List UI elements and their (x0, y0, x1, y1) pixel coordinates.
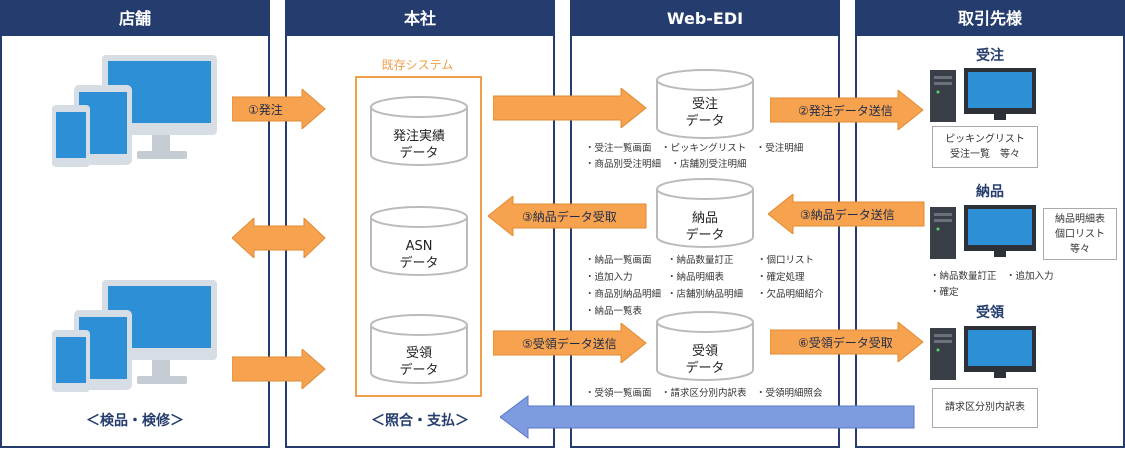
edi-order-label: 受注データ (685, 97, 725, 129)
supplier-delivery-note-2: ・確定 (930, 287, 959, 298)
arrow-store-asn-bidirectional (232, 218, 326, 258)
arrow-receipt-receive-label: ⑥受領データ受取 (798, 336, 893, 350)
hq-asn-cylinder (370, 206, 468, 276)
supplier-order-box: ピッキングリスト受注一覧 等々 (932, 126, 1038, 168)
arrow-edi-to-supplier-receipt (770, 322, 924, 362)
edi-order-cylinder (656, 69, 754, 139)
edi-delivery-note: ・店舗別納品明細 (667, 289, 744, 300)
hq-system-frame (355, 76, 482, 397)
edi-delivery-note: ・商品別納品明細 (585, 289, 662, 300)
server-pc-icon (930, 68, 1036, 122)
arrow-supplier-to-hq-payment (500, 395, 915, 439)
server-pc-icon (930, 205, 1036, 259)
hq-header: 本社 (287, 2, 553, 36)
edi-delivery-note: ・納品一覧画面 (585, 255, 652, 266)
edi-delivery-note: ・欠品明細紹介 (757, 289, 824, 300)
store-devices-icon-bottom (52, 280, 217, 392)
supplier-order-title: 受注 (976, 48, 1004, 64)
supplier-delivery-title: 納品 (976, 184, 1004, 200)
supplier-receipt-box: 請求区分別内訳表 (932, 388, 1038, 428)
hq-system-label: 既存システム (381, 58, 454, 72)
supplier-receipt-title: 受領 (976, 305, 1004, 321)
hq-order-record-label: 発注実績データ (392, 129, 445, 161)
arrow-edi-to-supplier-order (770, 90, 924, 130)
edi-delivery-note: ・納品明細表 (667, 272, 725, 283)
arrow-store-receipt (232, 349, 326, 389)
server-pc-icon (930, 326, 1036, 380)
arrow-hq-to-edi-receipt (493, 323, 647, 363)
arrow-supplier-to-edi-delivery (768, 194, 925, 234)
edi-delivery-note: ・確定処理 (757, 272, 805, 283)
edi-receipt-cylinder (656, 311, 754, 381)
arrow-hq-to-edi-order (493, 88, 647, 128)
edi-order-note-2: ・商品別受注明細 ・店舗別受注明細 (585, 159, 747, 170)
edi-delivery-label: 納品データ (685, 211, 725, 243)
edi-delivery-note: ・追加入力 (585, 272, 633, 283)
edi-delivery-note: ・個口リスト (757, 255, 815, 266)
hq-bottom-label: ＜照合・支払＞ (371, 413, 469, 429)
arrow-delivery-send-label: ③納品データ送信 (800, 208, 895, 222)
edi-delivery-note: ・納品数量訂正 (667, 255, 734, 266)
edi-delivery-note: ・納品一覧表 (585, 306, 643, 317)
hq-order-record-cylinder (370, 96, 468, 166)
arrow-order-send-label: ②発注データ送信 (798, 104, 893, 118)
store-bottom-label: ＜検品・検修＞ (86, 413, 184, 429)
edi-receipt-label: 受領データ (685, 344, 725, 376)
arrow-store-order (232, 89, 326, 129)
edi-receipt-note: ・受領一覧画面 ・請求区分別内訳表 ・受領明細照会 (585, 388, 823, 399)
store-header: 店舗 (2, 2, 268, 36)
supplier-delivery-note-1: ・納品数量訂正 ・追加入力 (930, 271, 1054, 282)
hq-receipt-cylinder (370, 314, 468, 384)
arrow-receipt-send-label: ⑤受領データ送信 (522, 337, 617, 351)
supplier-delivery-box: 納品明細表個口リスト等々 (1043, 208, 1117, 260)
hq-receipt-label: 受領データ (399, 346, 439, 378)
store-devices-icon-top (52, 55, 217, 167)
supplier-header: 取引先様 (857, 2, 1123, 36)
arrow-store-order-label: ①発注 (248, 103, 283, 117)
arrow-delivery-receive-label: ③納品データ受取 (522, 210, 617, 224)
edi-delivery-cylinder (656, 178, 754, 248)
arrow-edi-to-hq-delivery (488, 196, 647, 236)
edi-order-note-1: ・受注一覧画面 ・ピッキングリスト ・受注明細 (585, 143, 804, 154)
edi-header: Web-EDI (572, 2, 838, 36)
